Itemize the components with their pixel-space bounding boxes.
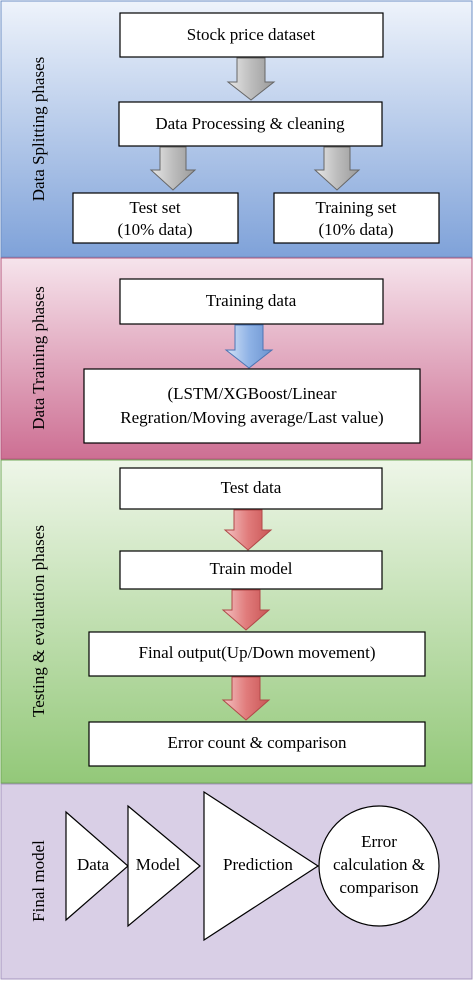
test-data-label: Test data (221, 478, 282, 497)
arrow-down-icon (226, 57, 276, 101)
train-model-box (119, 550, 383, 590)
error-circle-line1: Error (361, 832, 397, 851)
training-data-box (119, 278, 384, 325)
train-model-label: Train model (210, 559, 293, 578)
prediction-triangle-label: Prediction (223, 855, 293, 874)
final-output-box (88, 631, 426, 677)
test-set-label: Test set (129, 198, 180, 217)
testing-phase: Testing & evaluation phases Test data Tr… (0, 459, 473, 784)
training-phase-label: Data Training phases (29, 286, 48, 430)
arrow-down-icon (224, 324, 274, 369)
data-triangle (65, 810, 129, 922)
test-set-percent: (10% data) (117, 220, 192, 239)
splitting-phase: Data Splitting phases Stock price datase… (0, 0, 473, 258)
prediction-triangle (203, 790, 320, 942)
error-circle (318, 805, 440, 927)
training-set-box (273, 192, 440, 244)
processing-box-label: Data Processing & cleaning (155, 114, 345, 133)
error-count-label: Error count & comparison (168, 733, 347, 752)
final-phase-label: Final model (29, 840, 48, 922)
data-triangle-label: Data (77, 855, 110, 874)
training-set-label: Training set (315, 198, 396, 217)
models-label-line1: (LSTM/XGBoost/Linear (167, 384, 336, 403)
error-count-box (88, 721, 426, 767)
model-triangle-label: Model (136, 855, 181, 874)
processing-box (118, 101, 383, 147)
dataset-box (119, 12, 384, 58)
arrow-down-icon (221, 676, 271, 721)
model-triangle (127, 804, 201, 928)
error-circle-line3: comparison (339, 878, 419, 897)
training-data-label: Training data (206, 291, 297, 310)
arrow-down-icon (223, 509, 273, 551)
final-output-label: Final output(Up/Down movement) (138, 643, 375, 662)
models-box (83, 368, 421, 444)
arrow-down-icon (149, 146, 197, 191)
models-label-line2: Regration/Moving average/Last value) (120, 408, 383, 427)
test-set-box (72, 192, 239, 244)
error-circle-line2: calculation & (333, 855, 425, 874)
arrow-down-icon (221, 589, 271, 631)
arrow-down-icon (313, 146, 361, 191)
testing-phase-label: Testing & evaluation phases (29, 525, 48, 717)
dataset-box-label: Stock price dataset (187, 25, 316, 44)
training-phase: Data Training phases Training data (LSTM… (0, 257, 473, 460)
test-data-box (119, 467, 383, 510)
splitting-phase-label: Data Splitting phases (29, 57, 48, 201)
training-set-percent: (10% data) (318, 220, 393, 239)
final-phase: Final model Data Model Prediction Error … (0, 783, 473, 980)
